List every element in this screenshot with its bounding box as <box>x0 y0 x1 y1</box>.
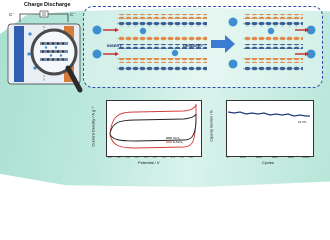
cv-xtick: 1.6 <box>180 156 184 159</box>
cycling-xtick: 6000 <box>272 156 278 159</box>
deinsert-label: DEINSERT <box>183 43 204 48</box>
capacitor-cell-diagram <box>7 10 83 93</box>
cv-xtick: 0.2 <box>117 156 121 159</box>
insert-label: INSERT <box>107 43 122 48</box>
cv-xtick: 0.8 <box>144 156 148 159</box>
cv-xtick: 1.4 <box>171 156 175 159</box>
legend-e-mos2: E-MoS₂ <box>173 140 184 144</box>
cycling-plot-frame <box>226 100 314 157</box>
cycling-xtick: 0 <box>227 156 229 159</box>
retention-annotation: 91.6% <box>298 120 307 124</box>
cv-curve-mos2 <box>109 113 197 142</box>
cycling-ylabel: Capacity retention / % <box>209 110 214 142</box>
cv-xlabel: Potential / V <box>138 160 160 165</box>
cv-curves <box>109 103 197 149</box>
discharge-label: Discharge <box>44 2 71 8</box>
cycling-xtick: 8000 <box>288 156 294 159</box>
intercalation-schematic <box>92 14 316 71</box>
c-minus-right-label: C⁻ <box>70 12 76 17</box>
cv-xtick: 1.2 <box>162 156 166 159</box>
cv-xtick: 1.0 <box>153 156 157 159</box>
cv-xtick: 0.4 <box>126 156 130 159</box>
cv-xticks: 0.0 0.2 0.4 0.6 0.8 1.0 1.2 1.4 1.6 1.8 <box>106 156 200 160</box>
cv-ylabel: Current Density / A g⁻¹ <box>90 106 96 147</box>
cycling-xtick: 4000 <box>256 156 262 159</box>
cv-xtick: 0.6 <box>135 156 139 159</box>
cycling-xlabel: Cycles <box>262 160 275 165</box>
c-minus-left-label: C⁻ <box>9 12 15 17</box>
cycling-xtick: 10000 <box>302 156 310 159</box>
cycling-xtick: 2000 <box>240 156 246 159</box>
cv-xtick: 0.0 <box>108 156 112 159</box>
capacity-retention-line <box>227 111 310 117</box>
charge-label: Charge <box>24 2 43 8</box>
legend-mos2: MoS₂ <box>173 136 181 140</box>
figure-panel: Charge Discharge C⁻ C⁻ <box>0 2 330 188</box>
cycling-curve <box>227 111 310 117</box>
cycling-xticks: 0 2000 4000 6000 8000 10000 <box>226 156 312 160</box>
cv-xtick: 1.8 <box>189 156 193 159</box>
cv-curve-e-mos2 <box>109 103 197 149</box>
